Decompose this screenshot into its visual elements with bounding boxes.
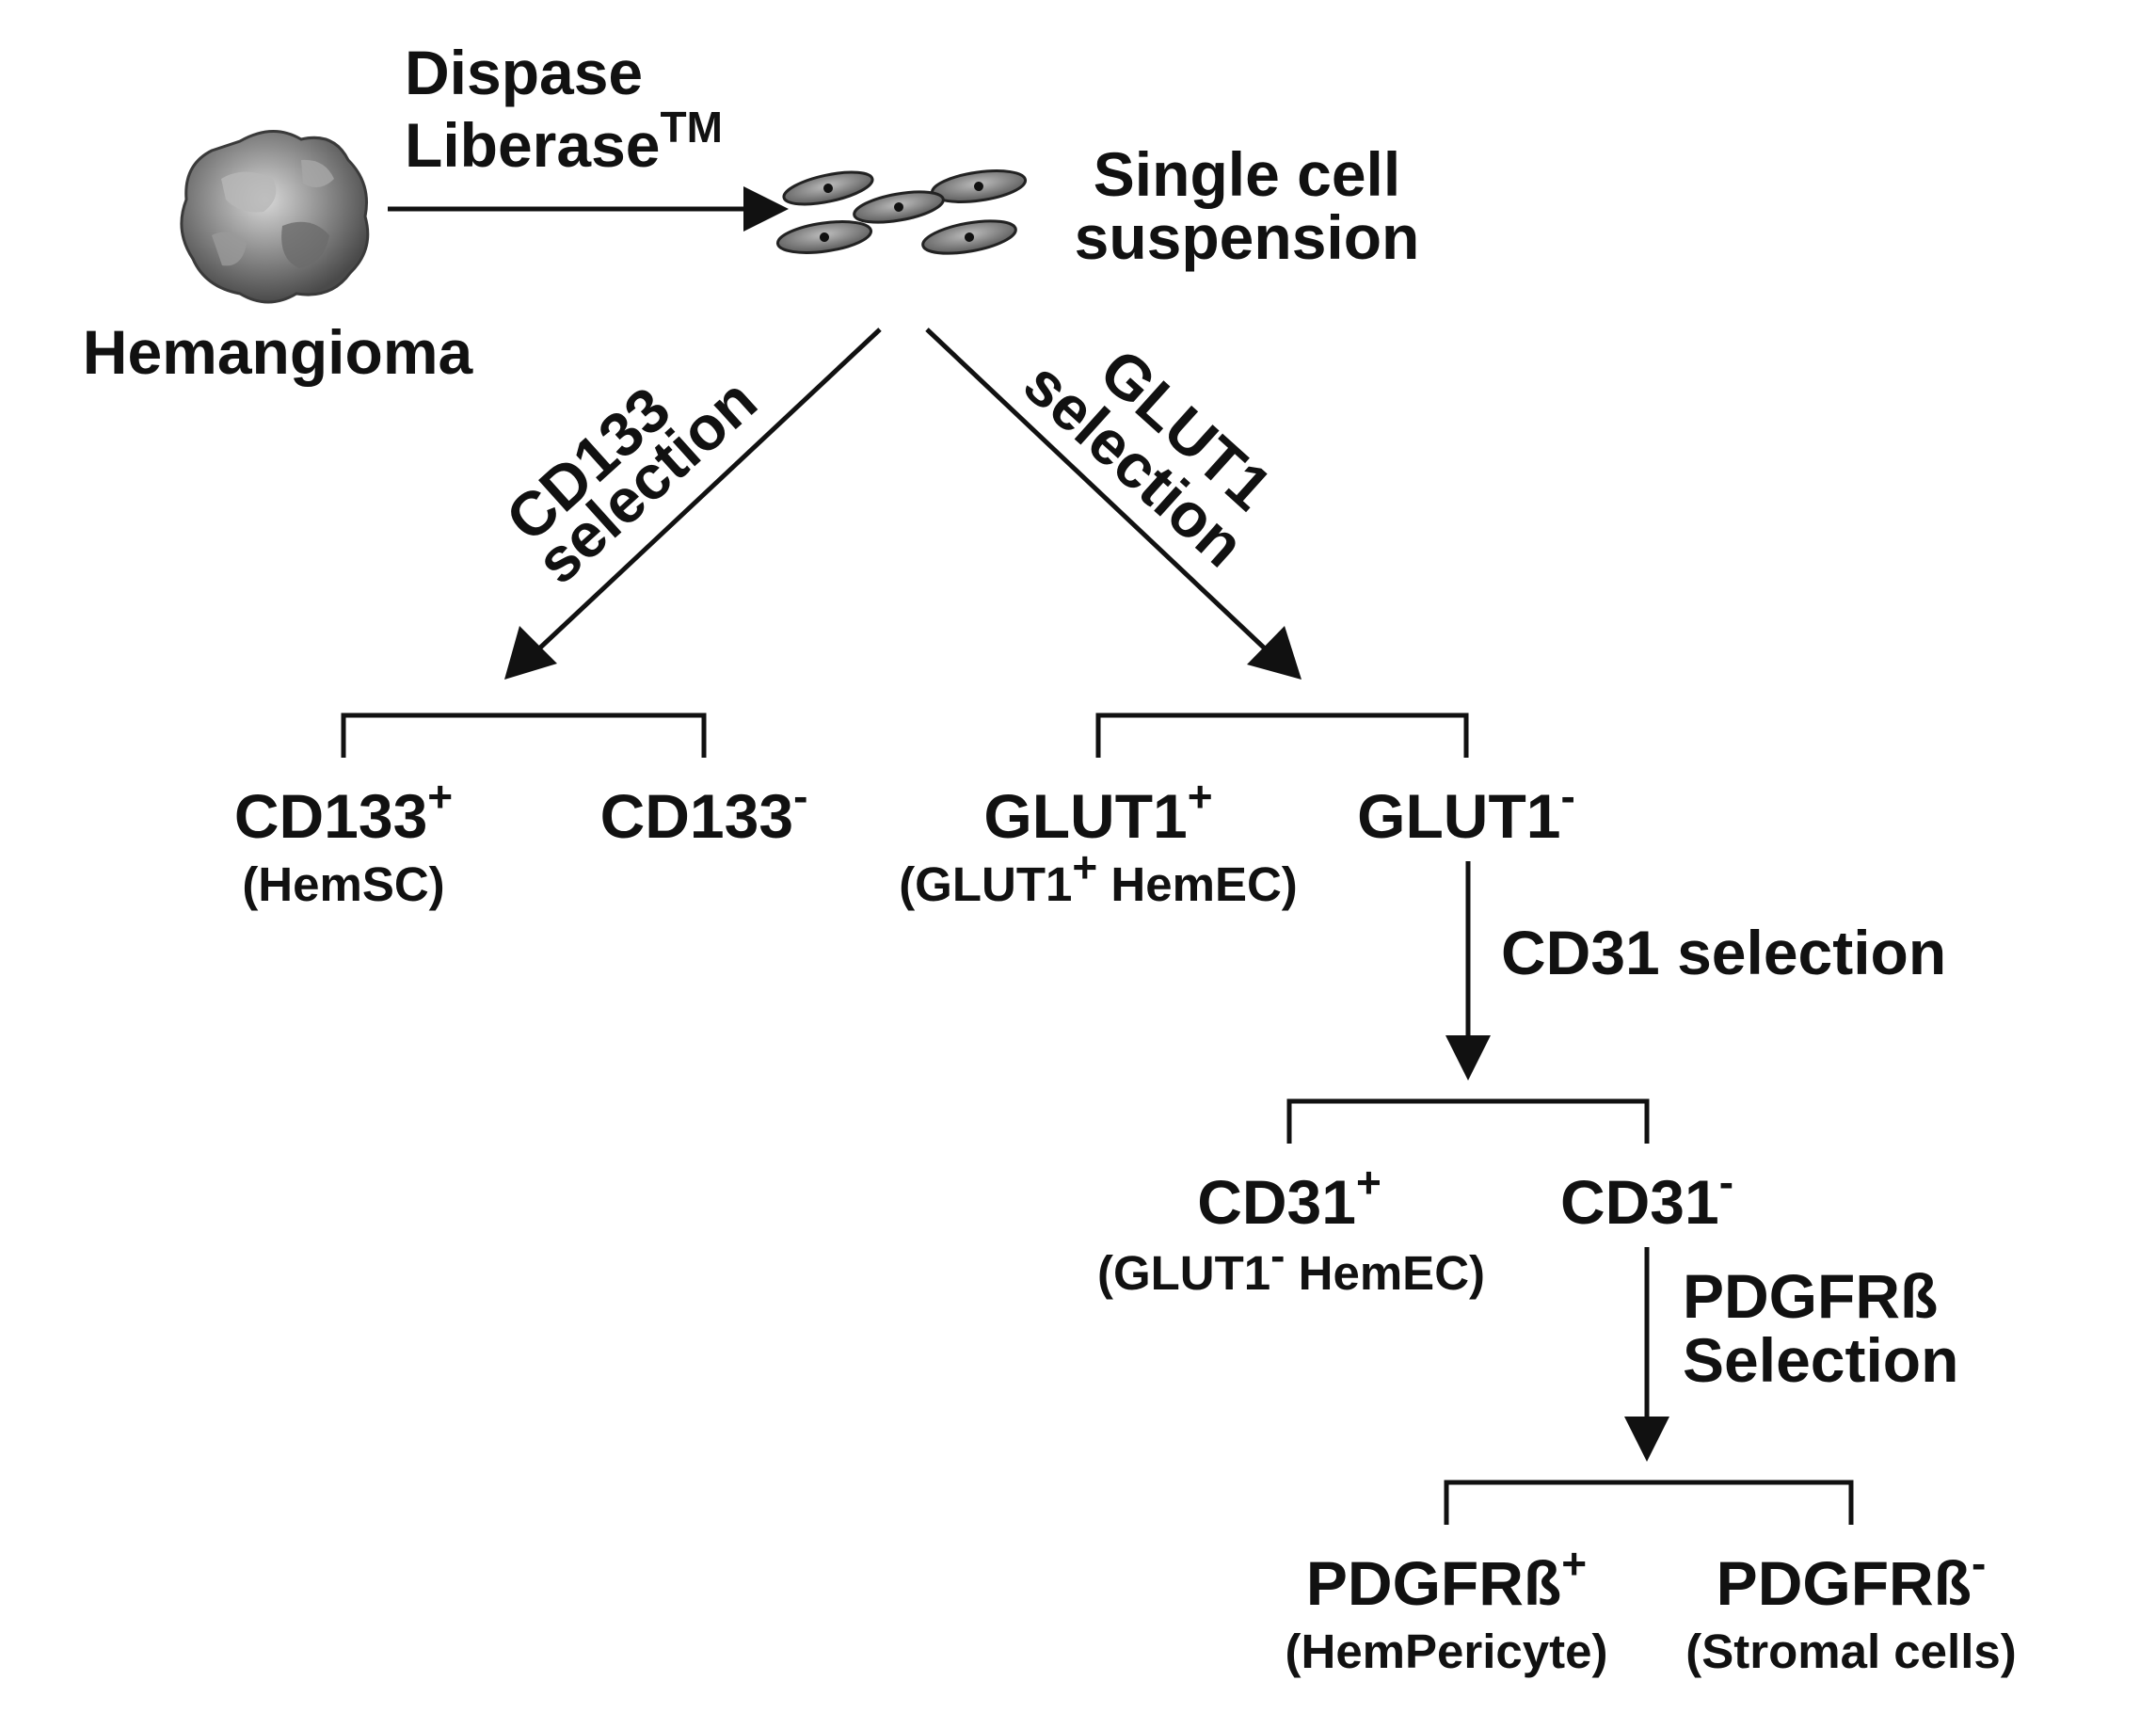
pdgfrb-split-bracket	[1444, 1480, 1854, 1525]
cd31-positive-name: CD31	[1197, 1167, 1356, 1237]
cd133-arrowhead	[504, 626, 557, 680]
cd31-positive-sub-pre: (GLUT1	[1097, 1246, 1270, 1300]
hemangioma-label: Hemangioma	[83, 317, 474, 387]
glut1-positive-row: GLUT1+	[983, 772, 1212, 851]
cd31-positive-sub-row: (GLUT1- HemEC)	[1097, 1231, 1485, 1300]
glut1-negative-sign: -	[1561, 772, 1575, 821]
single-cell-label: Single cell	[1094, 139, 1400, 209]
glut1-positive-sub-post: HemEC)	[1097, 857, 1298, 911]
cd133-negative-name: CD133	[600, 781, 793, 851]
pdgfrb-positive-name: PDGFRß	[1306, 1548, 1561, 1618]
tissue-blob-icon	[180, 130, 370, 304]
pdgfrb-positive-sign: +	[1561, 1539, 1587, 1588]
pdgfrb-negative-name: PDGFRß	[1717, 1548, 1972, 1618]
cd31-split-bracket	[1286, 1098, 1650, 1144]
glut1-split-bracket	[1095, 712, 1469, 758]
cd31-arrowhead	[1445, 1035, 1491, 1081]
cd133-selection-line	[536, 328, 882, 651]
suspension-label: suspension	[1075, 202, 1420, 272]
cd133-split-bracket	[341, 712, 707, 758]
pdgfrb-positive-row: PDGFRß+	[1306, 1539, 1587, 1618]
cd133-negative-row: CD133-	[600, 772, 808, 851]
glut1-positive-sub-row: (GLUT1+ HemEC)	[899, 842, 1298, 911]
cd31-positive-sub-sign: -	[1270, 1231, 1285, 1280]
glut1-positive-name: GLUT1	[983, 781, 1187, 851]
pdgfrb-positive-sub: (HemPericyte)	[1286, 1625, 1608, 1678]
cd31-negative-name: CD31	[1560, 1167, 1719, 1237]
cd31-selection-label: CD31 selection	[1501, 918, 1946, 987]
trademark-mark: TM	[660, 103, 722, 152]
cd133-negative-sign: -	[793, 772, 807, 821]
cd31-negative-row: CD31-	[1560, 1158, 1733, 1237]
cd133-positive-row: CD133+	[234, 772, 453, 851]
liberase-label-row: LiberaseTM	[405, 103, 723, 180]
cd133-positive-sub: (HemSC)	[242, 857, 444, 911]
digestion-arrowhead	[743, 186, 789, 232]
glut1-positive-sub-pre: (GLUT1	[899, 857, 1072, 911]
cd31-negative-sign: -	[1719, 1158, 1733, 1207]
cd133-positive-name: CD133	[234, 781, 427, 851]
pdgfrb-negative-row: PDGFRß-	[1717, 1539, 1987, 1618]
glut1-negative-name: GLUT1	[1357, 781, 1560, 851]
glut1-negative-row: GLUT1-	[1357, 772, 1575, 851]
glut1-selection-line	[925, 328, 1268, 651]
glut1-positive-sub-sign: +	[1072, 842, 1097, 891]
glut1-positive-sign: +	[1188, 772, 1213, 821]
cd31-positive-row: CD31+	[1197, 1158, 1381, 1237]
pdgfrb-negative-sub: (Stromal cells)	[1685, 1625, 2016, 1678]
pdgfrb-negative-sign: -	[1972, 1539, 1986, 1588]
pdgfrb-arrowhead	[1624, 1417, 1669, 1462]
cd31-positive-sub-post: HemEC)	[1285, 1246, 1485, 1300]
liberase-label: Liberase	[405, 110, 660, 180]
cells-icon	[775, 169, 1028, 255]
cd31-positive-sign: +	[1356, 1158, 1381, 1207]
pdgfrb-selection-line2: Selection	[1683, 1325, 1958, 1395]
pdgfrb-selection-line1: PDGFRß	[1683, 1261, 1938, 1331]
glut1-arrowhead	[1247, 626, 1302, 680]
dispase-label: Dispase	[405, 38, 643, 107]
cd133-positive-sign: +	[427, 772, 453, 821]
